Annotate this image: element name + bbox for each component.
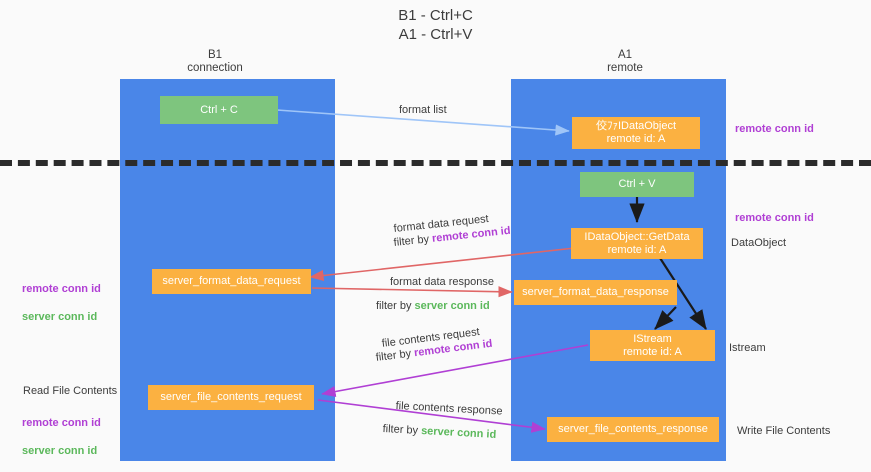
node-idataobject-create[interactable]: 佼ﾌｧIDataObject remote id: A: [572, 117, 700, 149]
filter-prefix: filter by: [382, 422, 422, 437]
annotation-istream: Istream: [729, 342, 766, 354]
annotation-remote-conn-id: remote conn id: [22, 283, 101, 295]
node-idataobject-create-label: 佼ﾌｧIDataObject: [595, 120, 677, 132]
filter-prefix: filter by: [376, 300, 415, 312]
filter-key-server-conn-id: server conn id: [420, 425, 497, 441]
node-istream-remote-id: remote id: A: [623, 345, 682, 358]
annotation-remote-conn-id-top: remote conn id: [735, 123, 814, 135]
edge-label-format-data-response: format data response: [390, 276, 494, 288]
node-server-file-contents-response[interactable]: server_file_contents_response: [547, 417, 719, 442]
arrow-format-list: [276, 109, 570, 136]
node-server-file-contents-request-label: server_file_contents_request: [160, 391, 302, 403]
node-ctrl-c-label: Ctrl + C: [200, 103, 238, 116]
annotation-conn-ids-format: remote conn id server conn id: [22, 268, 101, 338]
arrow-file-contents-response: [317, 399, 546, 433]
arrow-getdata-to-istream: [659, 257, 707, 330]
node-server-file-contents-request[interactable]: server_file_contents_request: [148, 385, 314, 410]
node-ctrl-c[interactable]: Ctrl + C: [160, 96, 278, 124]
arrow-file-contents-request: [321, 344, 589, 398]
column-header-a1: A1 remote: [607, 49, 643, 74]
arrow-response-to-istream: [654, 306, 677, 330]
node-idataobject-getdata[interactable]: IDataObject::GetData remote id: A: [571, 228, 703, 259]
annotation-remote-conn-id-mid: remote conn id: [735, 212, 814, 224]
annotation-server-conn-id-2: server conn id: [22, 445, 98, 457]
node-istream[interactable]: IStream remote id: A: [590, 330, 715, 361]
section-divider: [0, 160, 871, 166]
node-server-format-data-request-label: server_format_data_request: [162, 275, 301, 287]
node-idataobject-create-remote-id: remote id: A: [606, 133, 666, 145]
node-ctrl-v-label: Ctrl + V: [618, 178, 656, 190]
node-server-format-data-response-label: server_format_data_response: [522, 286, 669, 298]
annotation-write-file-contents: Write File Contents: [737, 425, 831, 437]
node-server-file-contents-response-label: server_file_contents_response: [558, 423, 708, 435]
column-header-b1: B1 connection: [187, 49, 243, 74]
edge-label-format-list: format list: [399, 104, 447, 116]
annotation-conn-ids-file: remote conn id server conn id: [22, 402, 101, 472]
annotation-server-conn-id: server conn id: [22, 311, 98, 323]
annotation-dataobject: DataObject: [731, 237, 787, 249]
node-server-format-data-request[interactable]: server_format_data_request: [152, 269, 311, 294]
node-idataobject-getdata-label: IDataObject::GetData: [584, 230, 690, 243]
node-istream-label: IStream: [633, 332, 672, 345]
filter-key-server-conn-id: server conn id: [414, 300, 490, 312]
arrow-format-data-response: [311, 286, 513, 298]
filter-prefix: filter by: [393, 232, 433, 249]
node-server-format-data-response[interactable]: server_format_data_response: [514, 280, 677, 305]
node-idataobject-getdata-remote-id: remote id: A: [607, 243, 667, 256]
annotation-read-file-contents: Read File Contents: [23, 385, 118, 397]
annotation-remote-conn-id-2: remote conn id: [22, 417, 101, 429]
node-ctrl-v[interactable]: Ctrl + V: [580, 172, 694, 197]
page-title: B1 - Ctrl+C A1 - Ctrl+V: [398, 7, 473, 43]
edge-label-format-data-response-filter: filter by server conn id: [376, 299, 490, 313]
arrow-format-data-request: [309, 247, 576, 282]
